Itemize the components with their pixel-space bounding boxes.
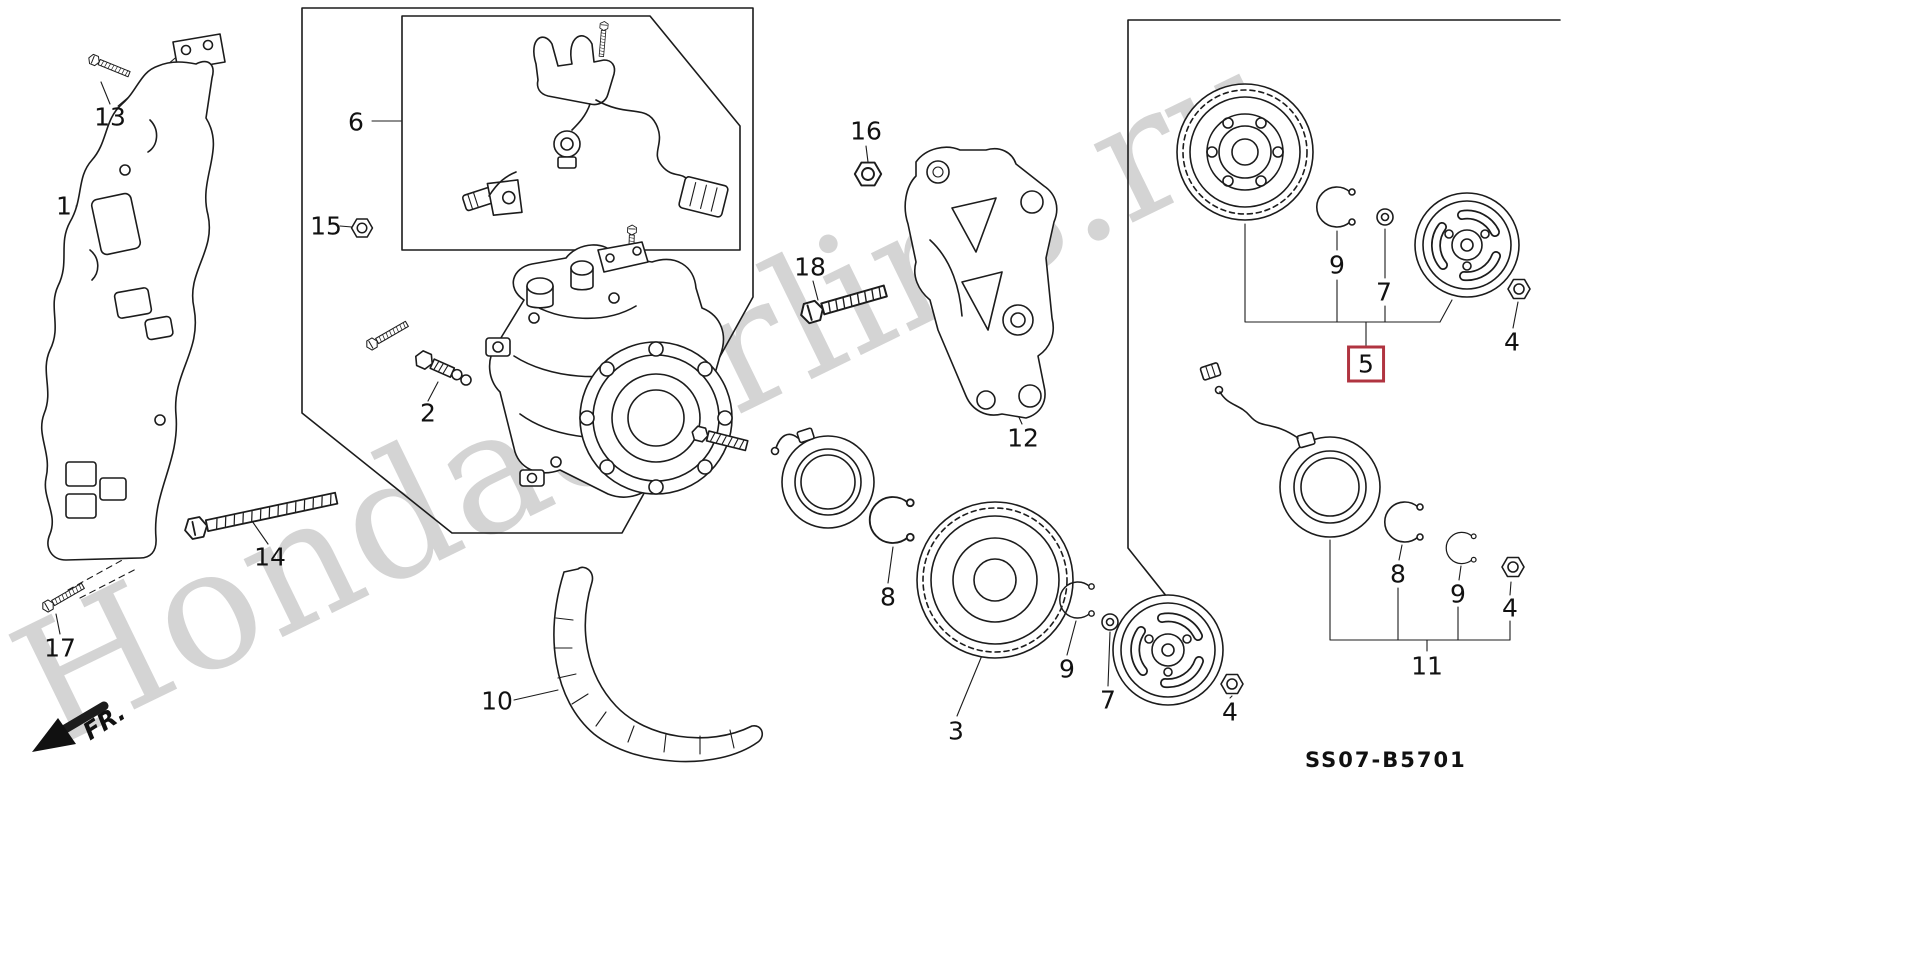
part-15-nut (350, 218, 374, 238)
part-label-6[interactable]: 6 (348, 107, 364, 137)
part-10-belt (553, 566, 764, 763)
part-label-8-center[interactable]: 8 (880, 582, 896, 612)
part-1-heat-shield (40, 33, 226, 561)
fr-arrow (32, 701, 109, 752)
part-label-10[interactable]: 10 (481, 686, 513, 716)
part-18-bolt (797, 280, 890, 326)
part-label-16[interactable]: 16 (850, 116, 882, 146)
part-label-8-right[interactable]: 8 (1390, 559, 1406, 589)
part-13-bolt (86, 52, 132, 80)
part-4-nut-top-right (1507, 278, 1531, 300)
part-label-5-highlighted[interactable]: 5 (1347, 345, 1385, 383)
part-label-9-center[interactable]: 9 (1059, 654, 1075, 684)
part-label-14[interactable]: 14 (254, 542, 286, 572)
leader-lines (55, 53, 1519, 717)
part-9-snap-ring-top-right (1315, 186, 1356, 228)
part-label-9-top-right[interactable]: 9 (1329, 250, 1345, 280)
part-label-13[interactable]: 13 (94, 102, 126, 132)
part-3-pulley (916, 501, 1074, 659)
part-11-coil (1199, 362, 1381, 538)
part-16-nut (853, 161, 883, 187)
part-label-4-bottom-right[interactable]: 4 (1502, 593, 1518, 623)
part-7-washer-center (1101, 613, 1119, 631)
part-8-field-coil-center (770, 427, 875, 529)
part-label-9-bottom-right[interactable]: 9 (1450, 579, 1466, 609)
part-label-1[interactable]: 1 (56, 191, 72, 221)
part-label-7-center[interactable]: 7 (1100, 685, 1116, 715)
part-label-3[interactable]: 3 (948, 716, 964, 746)
part-label-7-top-right[interactable]: 7 (1376, 277, 1392, 307)
part-9-snap-ring-right (1445, 531, 1477, 565)
detail-boxes (301, 7, 754, 534)
diagram-code: SS07-B5701 (1305, 748, 1467, 772)
part-label-15[interactable]: 15 (310, 211, 342, 241)
part-4-nut-center (1220, 673, 1244, 695)
part-pulley-top-right (1176, 83, 1314, 221)
part-17-bolt (39, 580, 87, 615)
part-12-bracket (904, 146, 1058, 419)
part-6-harness (461, 20, 729, 265)
part-label-17[interactable]: 17 (44, 633, 76, 663)
part-7-washer-top-right (1376, 208, 1394, 226)
part-label-2[interactable]: 2 (420, 398, 436, 428)
part-label-4-top-right[interactable]: 4 (1504, 327, 1520, 357)
part-14-bolt (182, 487, 340, 542)
part-4-nut-right (1501, 556, 1525, 578)
part-clutch-plate-top-right (1414, 192, 1520, 298)
part-label-11[interactable]: 11 (1411, 651, 1443, 681)
part-8-snap-ring-center (868, 496, 915, 544)
part-label-12[interactable]: 12 (1007, 423, 1039, 453)
part-8-snap-ring-right (1383, 501, 1424, 543)
part-label-4-center[interactable]: 4 (1222, 697, 1238, 727)
compressor-body (485, 241, 749, 498)
part-label-18[interactable]: 18 (794, 252, 826, 282)
part-2-valve (363, 318, 472, 386)
part-clutch-plate-center (1112, 594, 1224, 706)
